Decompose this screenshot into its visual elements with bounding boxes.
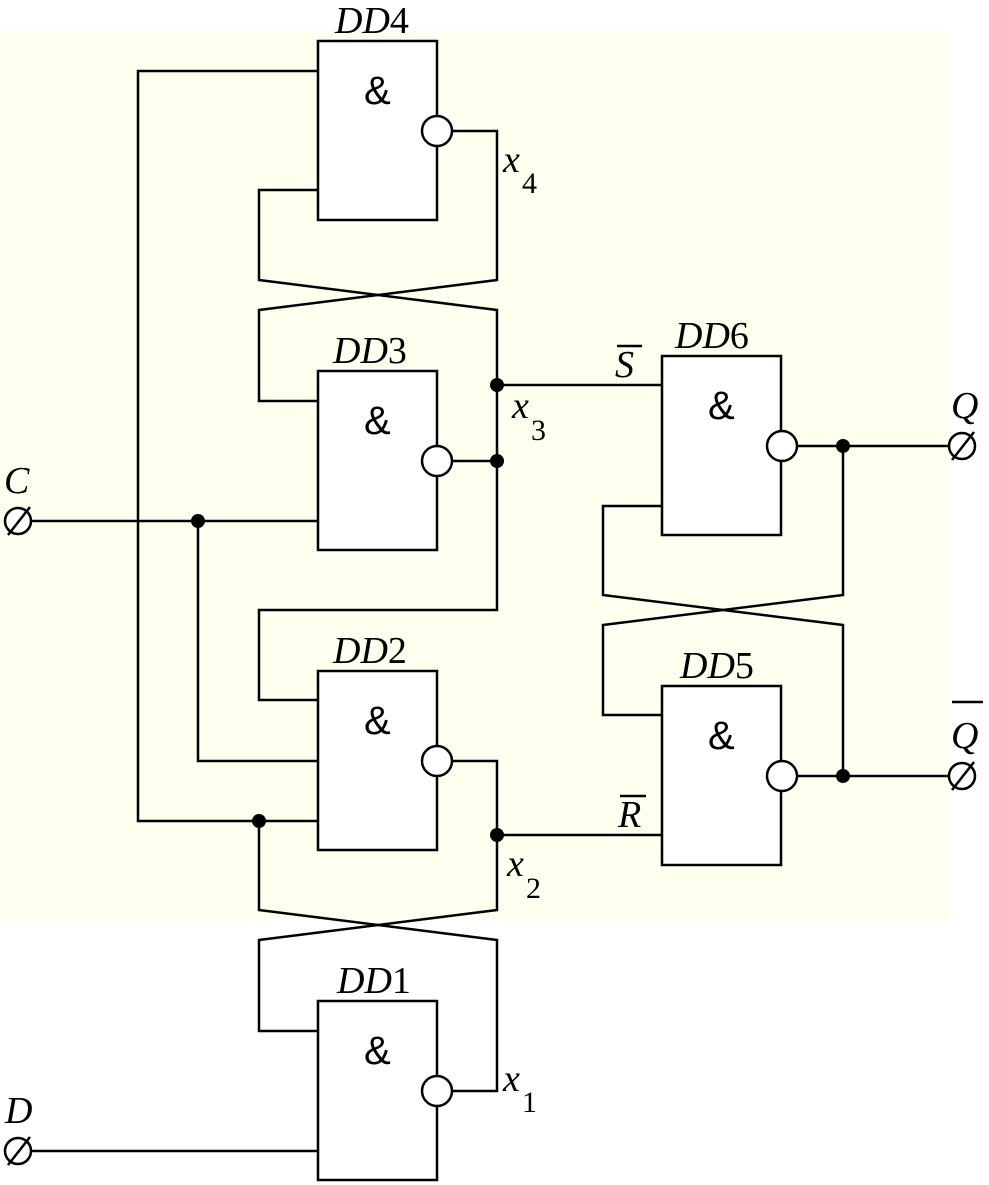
gate-label: DD2 (332, 630, 407, 672)
node-x3-label: x 3 (511, 385, 546, 447)
junction-c (191, 514, 205, 528)
inverter-bubble-icon (420, 1074, 454, 1108)
junction-q (836, 439, 850, 453)
wire-dd5-feedback (601, 504, 845, 776)
junction-dd2-bottom (252, 814, 266, 828)
terminal-q: Q (947, 385, 978, 461)
terminal-d: D (3, 1090, 32, 1166)
svg-text:2: 2 (526, 872, 541, 905)
svg-text:4: 4 (522, 167, 537, 200)
wire-dd3-to-dd2 (257, 461, 499, 702)
svg-text:x: x (502, 139, 520, 181)
wire-dd4-in-lower (257, 188, 499, 385)
svg-text:C: C (4, 460, 30, 502)
gate-label: DD5 (679, 645, 754, 687)
svg-text:Q: Q (951, 385, 978, 427)
inverter-bubble-icon (420, 744, 454, 778)
wire-dd1-out-x1 (257, 821, 499, 1093)
svg-text:x: x (502, 1058, 520, 1100)
svg-text:D: D (4, 1090, 32, 1132)
gate-dd6: & DD6 (660, 315, 799, 537)
node-x4-label: x 4 (502, 139, 537, 200)
inverter-bubble-icon (765, 759, 799, 793)
svg-text:R: R (617, 794, 641, 836)
svg-text:1: 1 (522, 1086, 537, 1119)
gate-symbol: & (364, 399, 391, 443)
junctions (191, 378, 850, 842)
gate-dd3: & DD3 (316, 330, 454, 552)
svg-text:Q: Q (951, 715, 978, 757)
gate-symbol: & (708, 384, 735, 428)
gate-symbol: & (708, 714, 735, 758)
inverter-bubble-icon (765, 429, 799, 463)
wire-dd3-out (452, 385, 499, 463)
junction-q-bar (836, 769, 850, 783)
svg-text:x: x (506, 843, 524, 885)
svg-text:x: x (511, 385, 529, 427)
svg-text:3: 3 (531, 414, 546, 447)
gate-label: DD1 (336, 960, 411, 1002)
terminal-c: C (3, 460, 33, 536)
wire-dd6-feedback (601, 446, 845, 717)
svg-text:S: S (615, 344, 634, 386)
gate-symbol: & (364, 699, 391, 743)
gate-symbol: & (364, 1029, 391, 1073)
gate-dd1: & DD1 (316, 960, 454, 1182)
s-bar-label: S (615, 344, 642, 386)
gate-dd5: & DD5 (660, 645, 799, 867)
node-x2-label: x 2 (506, 843, 541, 905)
gate-label: DD6 (674, 315, 749, 357)
wire-dd4-top-bus (136, 69, 318, 823)
r-bar-label: R (617, 794, 646, 836)
junction-x3-upper (490, 378, 504, 392)
node-x1-label: x 1 (502, 1058, 537, 1119)
junction-x2 (490, 828, 504, 842)
inverter-bubble-icon (420, 114, 454, 148)
gate-symbol: & (364, 69, 391, 113)
gate-dd4: & DD4 (316, 0, 454, 222)
terminal-q-bar: Q (947, 700, 983, 791)
inverter-bubble-icon (420, 444, 454, 478)
wires (31, 69, 948, 1153)
wire-c-to-dd2 (196, 521, 318, 763)
gate-label: DD3 (332, 330, 407, 372)
gate-label: DD4 (334, 0, 409, 42)
junction-x3-lower (490, 454, 504, 468)
gate-dd2: & DD2 (316, 630, 454, 852)
